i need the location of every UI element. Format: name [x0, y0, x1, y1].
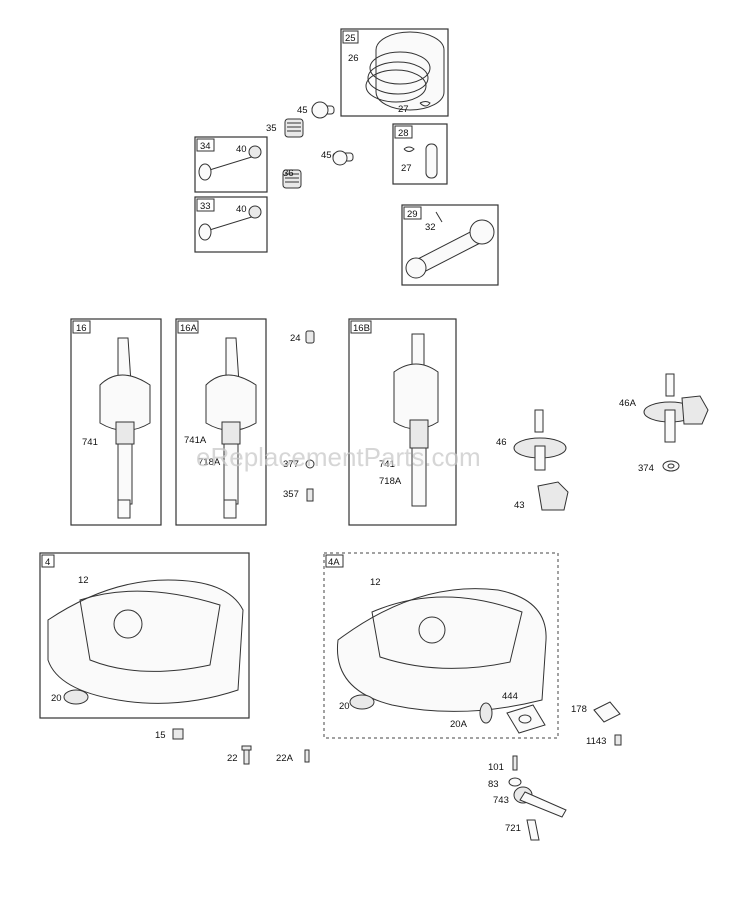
bracket-721[interactable] — [526, 819, 540, 841]
valve-box-34[interactable] — [194, 136, 268, 193]
exhaust-valve-45[interactable] — [311, 101, 335, 119]
part-label-34: 34 — [200, 141, 211, 152]
bolt-15[interactable] — [172, 728, 184, 740]
part-label-374: 374 — [638, 463, 654, 474]
part-label-4: 4 — [45, 557, 50, 568]
part-label-743: 743 — [493, 795, 509, 806]
valve-spring-35[interactable] — [284, 118, 304, 138]
part-label-24: 24 — [290, 333, 301, 344]
valve-spring-36[interactable] — [282, 169, 302, 189]
part-label-33: 33 — [200, 201, 211, 212]
part-label-741: 741 — [82, 437, 98, 448]
part-label-45b: 45 — [321, 150, 332, 161]
intake-valve-45[interactable] — [332, 150, 354, 166]
screw-1143[interactable] — [614, 734, 622, 746]
part-label-40b: 40 — [236, 204, 247, 215]
sump-box-4A[interactable] — [323, 552, 559, 739]
part-label-36: 36 — [283, 168, 294, 179]
crankshaft-box-16[interactable] — [70, 318, 162, 526]
part-label-46A: 46A — [619, 398, 637, 409]
part-label-16B: 16B — [353, 323, 370, 334]
part-label-32: 32 — [425, 222, 436, 233]
crankshaft-box-16A[interactable] — [175, 318, 267, 526]
sump-box-4[interactable] — [39, 552, 250, 719]
part-label-40: 40 — [236, 144, 247, 155]
part-label-377: 377 — [283, 459, 299, 470]
part-label-43: 43 — [514, 500, 525, 511]
part-label-1143: 1143 — [586, 736, 606, 747]
part-label-741b: 741 — [379, 459, 395, 470]
bolt-22A[interactable] — [304, 749, 310, 763]
part-label-12: 12 — [78, 575, 89, 586]
part-label-15: 15 — [155, 730, 166, 741]
part-label-718A: 718A — [198, 457, 221, 468]
part-label-444: 444 — [502, 691, 518, 702]
part-label-46: 46 — [496, 437, 507, 448]
part-label-357: 357 — [283, 489, 299, 500]
washer-374[interactable] — [662, 460, 680, 472]
part-label-83: 83 — [488, 779, 499, 790]
camshaft-46[interactable] — [513, 409, 567, 471]
watermark-text: eReplacementParts.com — [196, 442, 481, 472]
piston-assembly-group[interactable] — [340, 28, 449, 117]
bolt-22[interactable] — [241, 745, 252, 765]
gasket-178[interactable] — [593, 701, 621, 723]
part-83[interactable] — [508, 777, 522, 787]
piston-pin-box-28[interactable] — [392, 123, 448, 185]
part-label-22A: 22A — [276, 753, 294, 764]
part-label-26: 26 — [348, 53, 359, 64]
part-label-27b: 27 — [401, 163, 412, 174]
part-label-20: 20 — [51, 693, 62, 704]
part-label-4A: 4A — [328, 557, 340, 568]
gasket-444[interactable] — [506, 704, 546, 734]
part-label-27: 27 — [398, 104, 409, 115]
camshaft-46A[interactable] — [643, 373, 709, 443]
part-label-178: 178 — [571, 704, 587, 715]
part-label-16: 16 — [76, 323, 87, 334]
part-label-16A: 16A — [180, 323, 198, 334]
governor-43[interactable] — [537, 481, 569, 511]
part-label-35: 35 — [266, 123, 277, 134]
part-label-22: 22 — [227, 753, 238, 764]
part-label-28: 28 — [398, 128, 409, 139]
part-label-20A: 20A — [450, 719, 468, 730]
part-label-45: 45 — [297, 105, 308, 116]
seal-20A[interactable] — [479, 702, 493, 724]
small-parts-column[interactable] — [305, 330, 315, 502]
part-label-12b: 12 — [370, 577, 381, 588]
part-label-721: 721 — [505, 823, 521, 834]
part-label-741A: 741A — [184, 435, 207, 446]
part-label-20b: 20 — [339, 701, 350, 712]
connecting-rod-box-29[interactable] — [401, 204, 499, 286]
pin-101[interactable] — [512, 755, 518, 771]
crankshaft-box-16B[interactable] — [348, 318, 457, 526]
part-label-101: 101 — [488, 762, 504, 773]
part-label-25: 25 — [345, 33, 356, 44]
part-label-718Ab: 718A — [379, 476, 402, 487]
shaft-743[interactable] — [513, 786, 567, 818]
part-label-29: 29 — [407, 209, 418, 220]
valve-box-33[interactable] — [194, 196, 268, 253]
